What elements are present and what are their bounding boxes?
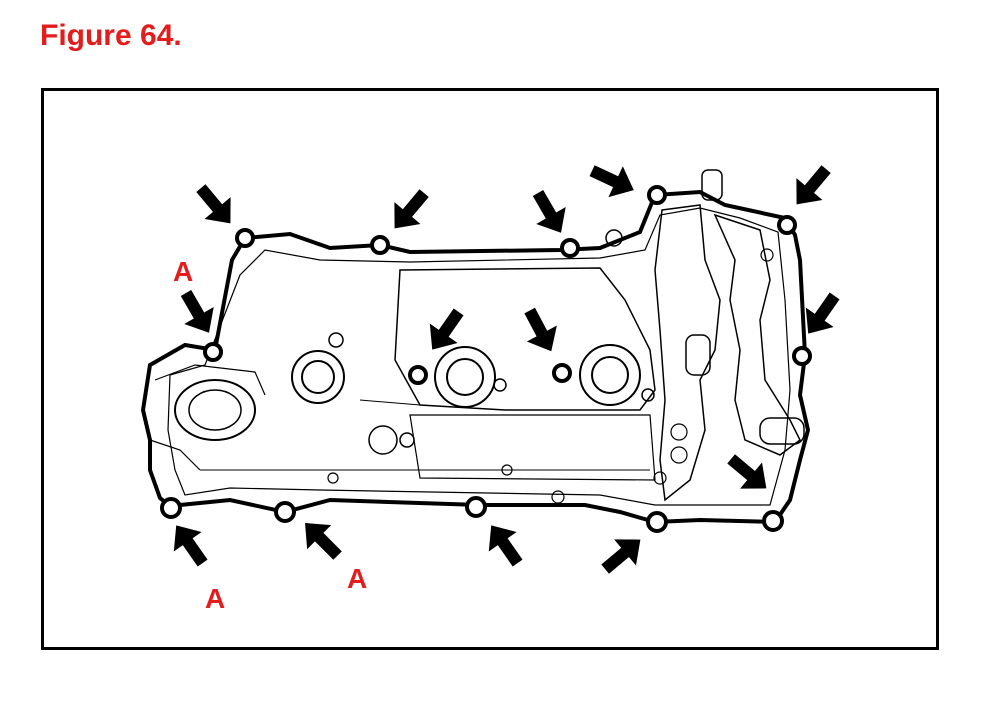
left-port-ring — [174, 379, 256, 441]
boss — [399, 432, 415, 448]
cover-outline — [140, 189, 811, 525]
bolt-hole — [552, 363, 572, 383]
rib-line — [359, 399, 421, 406]
bolt-hole — [465, 496, 487, 518]
bolt-pointer-arrow-icon — [584, 155, 641, 206]
plug-tube-3 — [579, 344, 641, 406]
bolt-hole — [777, 215, 797, 235]
bolt-pointer-arrow-icon — [171, 284, 224, 342]
boss — [653, 471, 667, 485]
callout-label: A — [347, 563, 367, 594]
bolt-pointer-arrow-icon — [162, 515, 217, 573]
left-end-detail — [149, 364, 266, 471]
bolt-holes — [160, 185, 812, 533]
boss — [670, 423, 688, 441]
boss — [641, 388, 655, 402]
left-port — [188, 389, 242, 431]
bolt-pointer-arrow-icon — [187, 177, 244, 235]
bolt-hole — [560, 238, 580, 258]
bolt-hole — [235, 228, 255, 248]
figure-title: Figure 64. — [40, 19, 182, 52]
bolt-pointer-arrow-icon — [594, 526, 652, 583]
bolt-pointer-arrow-icon — [514, 302, 567, 360]
right-end-housing — [654, 204, 721, 502]
bolt-pointer-arrow-icon — [720, 445, 778, 502]
bolt-pointer-arrow-icon — [477, 515, 532, 573]
bolt-hole — [203, 342, 223, 362]
plug-hole-2 — [446, 358, 484, 396]
sensor-connector — [701, 169, 723, 201]
bolt-pointer-arrow-icon — [381, 182, 438, 240]
oil-filler — [368, 425, 398, 455]
plug-tube-2 — [434, 346, 496, 408]
boss — [760, 248, 774, 262]
breather-fitting — [605, 229, 623, 247]
bolt-pointer-arrow-icon — [293, 511, 350, 568]
bolt-hole — [647, 185, 667, 205]
boss — [670, 446, 688, 464]
bolt-hole — [370, 235, 390, 255]
boss — [328, 332, 344, 348]
solenoid — [685, 334, 711, 376]
outlet-fitting — [759, 417, 805, 445]
callout-label: A — [173, 256, 193, 287]
bolt-hole — [646, 511, 668, 533]
callout-label: A — [205, 583, 225, 614]
bolt-pointer-arrow-icon — [783, 158, 840, 216]
boss — [501, 464, 513, 476]
plug-hole-1 — [301, 360, 335, 394]
lower-panel — [409, 414, 656, 481]
bolt-arrows — [162, 155, 849, 583]
bolt-pointer-arrow-icon — [418, 302, 473, 360]
bolt-pointer-arrow-icon — [523, 184, 576, 242]
boss — [493, 378, 507, 392]
bolt-hole — [408, 365, 428, 385]
right-end-cam-housing — [713, 213, 801, 456]
bolt-hole — [762, 510, 784, 532]
bolt-hole — [792, 346, 812, 366]
boss — [551, 490, 565, 504]
bolt-hole — [274, 501, 296, 523]
cover-inner-line — [167, 207, 791, 506]
baffle-region — [394, 267, 656, 411]
plug-hole-3 — [591, 356, 629, 394]
boss — [327, 472, 339, 484]
bolt-hole — [160, 497, 182, 519]
plug-tube-1 — [291, 350, 345, 404]
